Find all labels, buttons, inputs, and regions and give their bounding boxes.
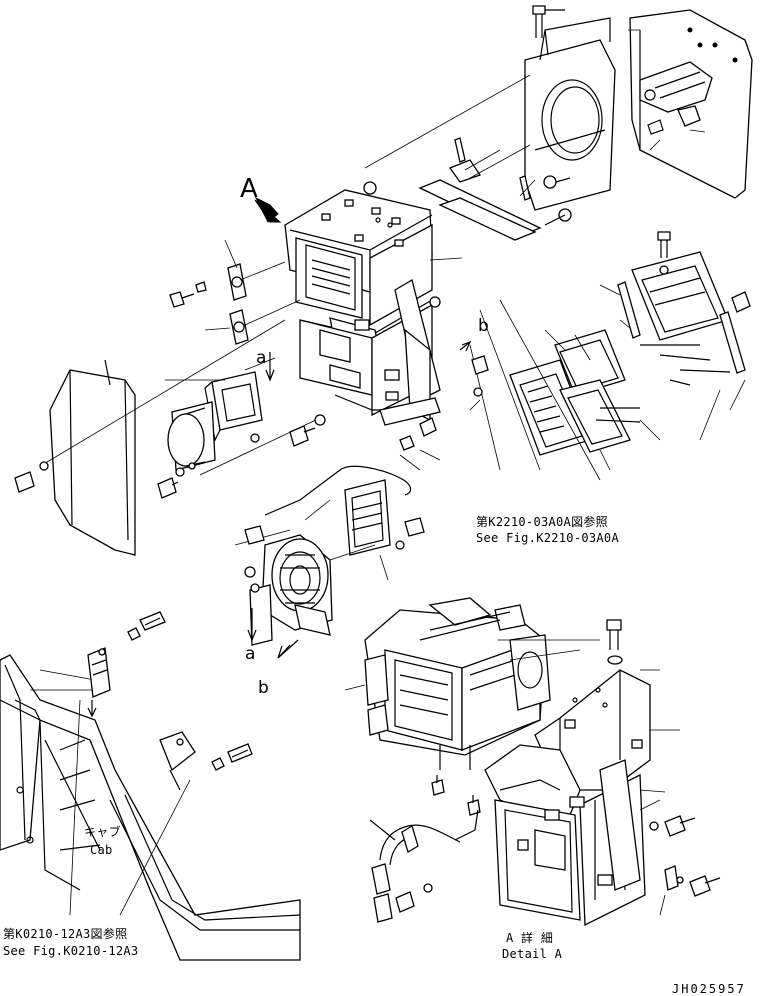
- reference-k2210-en: See Fig.K2210-03A0A: [476, 531, 619, 545]
- bolts-b-area: [399, 340, 489, 471]
- bolt-left: [14, 461, 49, 493]
- cab-frame: [0, 654, 301, 961]
- small-filter-holder: [344, 479, 425, 581]
- detail-a-frame: [484, 669, 651, 927]
- arrow-label-b-top: b: [478, 316, 489, 336]
- cab-bracket-lower: [159, 731, 253, 791]
- blower-motor: [234, 525, 376, 659]
- duct-cover-panel: [524, 17, 616, 211]
- filter-frames-right: [469, 299, 661, 481]
- reference-k2210-jp: 第K2210-03A0A図参照: [476, 515, 608, 529]
- cab-label-jp: キャブ: [84, 825, 121, 839]
- view-arrow-label-A: A: [240, 174, 258, 204]
- drawing-number: JH025957: [672, 982, 746, 996]
- bolt-right: [657, 231, 751, 313]
- sensor-cable: [264, 465, 412, 521]
- detail-a-label-en: Detail A: [502, 947, 563, 961]
- detail-a-hose: [369, 809, 479, 923]
- detail-a-heater: [344, 597, 600, 770]
- arrow-label-a-bottom: a: [245, 644, 256, 664]
- detail-a-clips: [431, 775, 481, 816]
- left-cover: [14, 319, 286, 556]
- duct-plate: [165, 371, 263, 442]
- connector-lower: [204, 299, 301, 345]
- boss-bolts: [321, 181, 404, 247]
- side-frame: [354, 279, 441, 426]
- reference-k0210-jp: 第K0210-12A3図参照: [3, 927, 128, 941]
- detail-a-label-jp: A 詳 細: [506, 931, 554, 945]
- heater-unit-top: [254, 181, 463, 426]
- arrow-label-a-top: a: [256, 348, 267, 368]
- reference-k0210-en: See Fig.K0210-12A3: [3, 944, 139, 958]
- arrow-label-b-bottom: b: [258, 678, 269, 698]
- bracket-rails: [364, 74, 572, 241]
- detail-a-bolts: [606, 619, 721, 916]
- side-panel-with-switch: [628, 9, 753, 199]
- bolts-center: [157, 414, 326, 499]
- bolt-top: [532, 5, 565, 38]
- small-bolt: [543, 175, 572, 226]
- connector-upper: [169, 239, 286, 308]
- frame-far-right: [599, 231, 751, 441]
- cab-label-en: Cab: [90, 843, 113, 857]
- view-arrow-A: [254, 196, 282, 223]
- cab-bracket-upper: [87, 611, 166, 718]
- duct-pipe: [167, 401, 216, 471]
